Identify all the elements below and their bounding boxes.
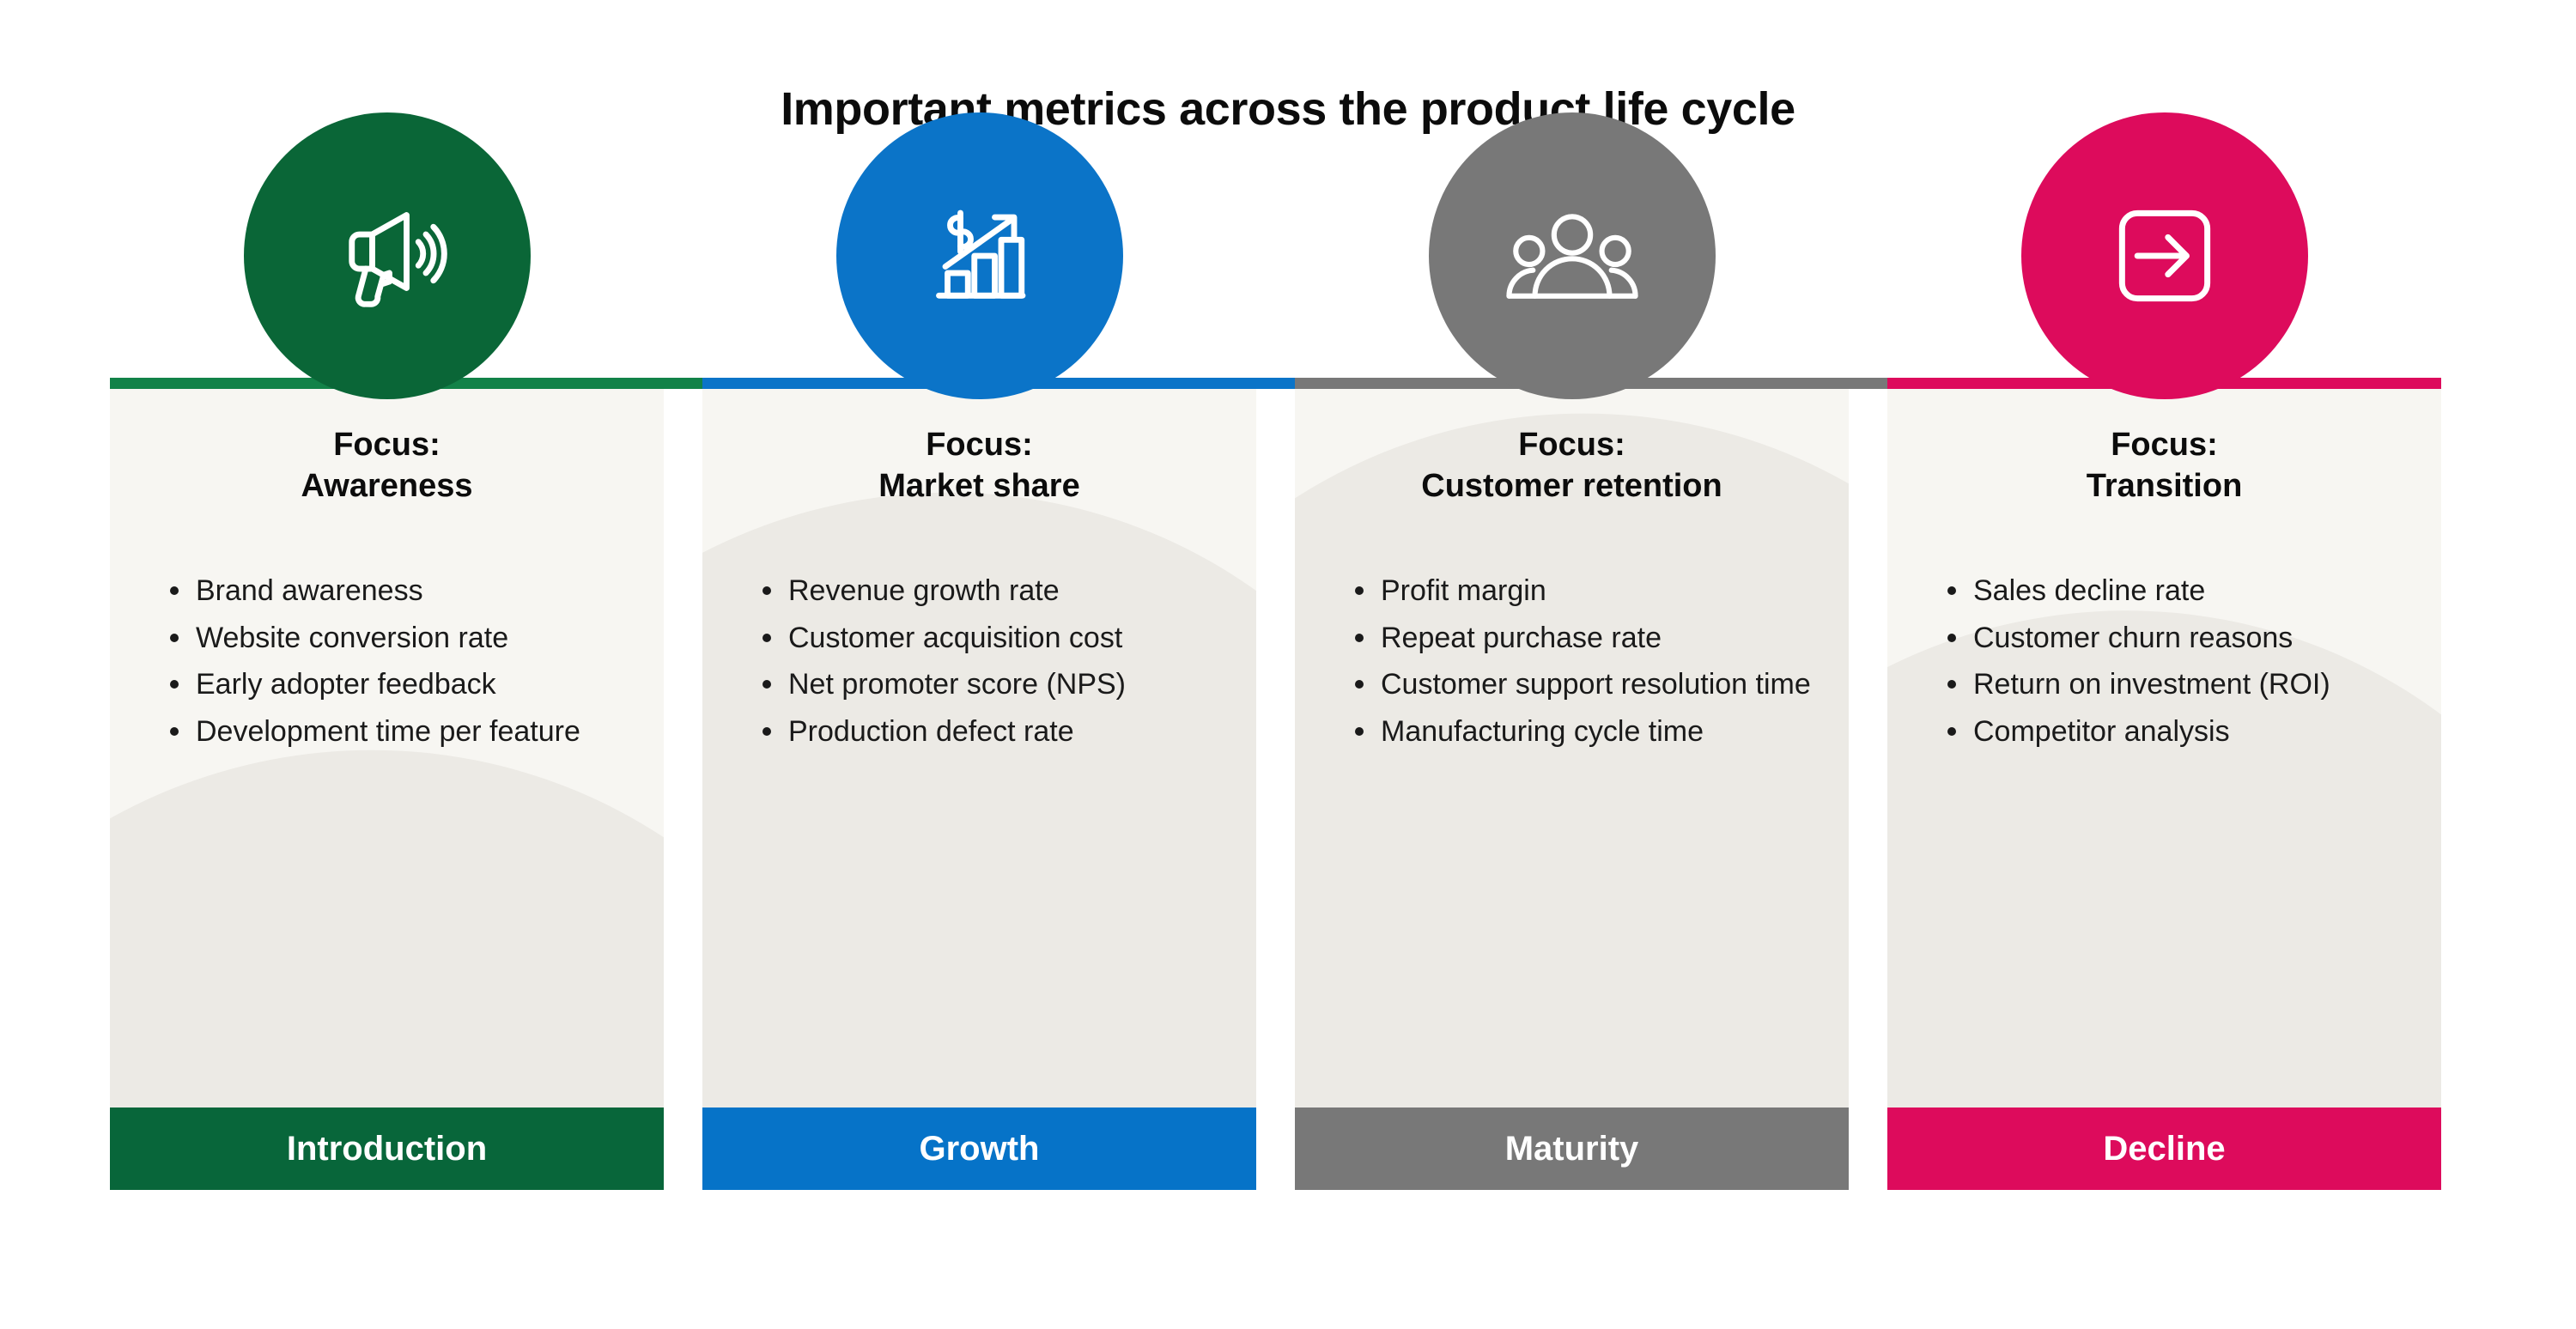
metric-item: Return on investment (ROI) <box>1932 662 2413 707</box>
metric-item: Manufacturing cycle time <box>1340 709 1820 755</box>
metric-item: Development time per feature <box>155 709 635 755</box>
stage-card <box>1295 384 1849 1108</box>
stage-badge <box>835 112 1123 399</box>
focus-value: Transition <box>2086 468 2243 505</box>
stage-label: Growth <box>919 1129 1040 1168</box>
connector-rule-bridge <box>1256 378 1295 389</box>
people-group-icon <box>1505 189 1639 323</box>
metric-item: Competitor analysis <box>1932 709 2413 755</box>
stage-bar: Growth <box>702 1108 1256 1190</box>
stage-label: Maturity <box>1504 1129 1639 1168</box>
stage-badge <box>1428 112 1716 399</box>
stage-card <box>702 384 1256 1108</box>
stage-bar: Introduction <box>110 1108 664 1190</box>
stage-bar: Decline <box>1887 1108 2441 1190</box>
megaphone-icon <box>323 191 452 320</box>
stage-badge <box>2020 112 2308 399</box>
metric-item: Website conversion rate <box>155 616 635 661</box>
metric-item: Repeat purchase rate <box>1340 616 1820 661</box>
metric-item: Customer churn reasons <box>1932 616 2413 661</box>
stage-label: Introduction <box>286 1129 488 1168</box>
metric-item: Net promoter score (NPS) <box>747 662 1228 707</box>
focus-value: Awareness <box>301 468 473 505</box>
focus-label: Focus: <box>1518 427 1625 463</box>
stage-card <box>1887 384 2441 1108</box>
connector-rule-bridge <box>1849 378 1887 389</box>
metric-item: Profit margin <box>1340 568 1820 614</box>
focus-label: Focus: <box>333 427 440 463</box>
focus-heading: Focus: Customer retention <box>1295 424 1849 507</box>
metric-item: Brand awareness <box>155 568 635 614</box>
metric-item: Customer support resolution time <box>1340 662 1820 707</box>
focus-label: Focus: <box>926 427 1033 463</box>
focus-heading: Focus: Awareness <box>110 424 664 507</box>
stage-badge <box>243 112 531 399</box>
stage-card <box>110 384 664 1108</box>
focus-label: Focus: <box>2111 427 2218 463</box>
exit-arrow-icon <box>2105 196 2225 316</box>
metric-item: Customer acquisition cost <box>747 616 1228 661</box>
focus-heading: Focus: Market share <box>702 424 1256 507</box>
metric-item: Production defect rate <box>747 709 1228 755</box>
stage-label: Decline <box>2103 1129 2226 1168</box>
growth-chart-dollar-icon <box>915 191 1044 320</box>
focus-heading: Focus: Transition <box>1887 424 2441 507</box>
focus-value: Market share <box>878 468 1080 505</box>
focus-value: Customer retention <box>1421 468 1722 505</box>
stage-bar: Maturity <box>1295 1108 1849 1190</box>
connector-rule-bridge <box>664 378 702 389</box>
metric-item: Early adopter feedback <box>155 662 635 707</box>
metric-item: Revenue growth rate <box>747 568 1228 614</box>
metric-item: Sales decline rate <box>1932 568 2413 614</box>
